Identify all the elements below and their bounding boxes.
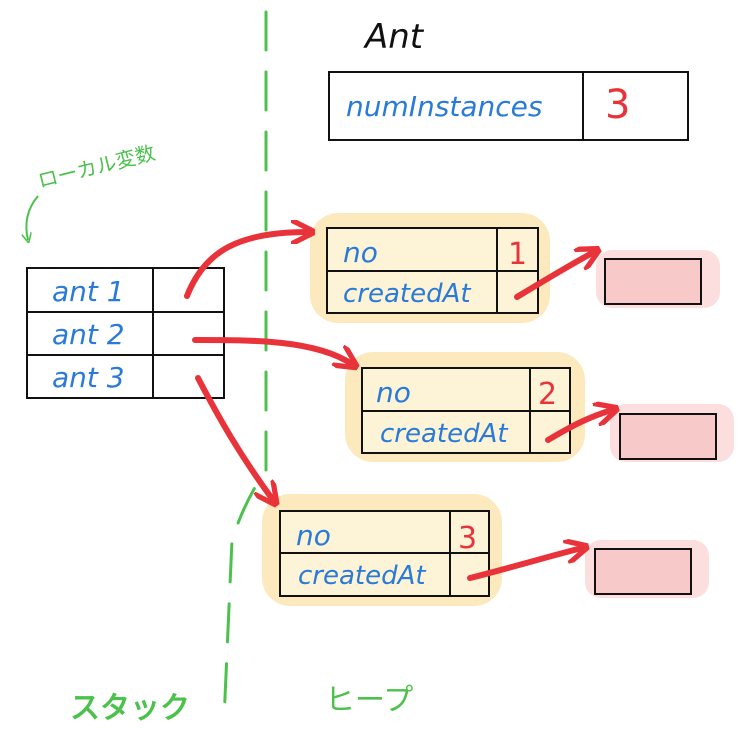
date-object-2 — [619, 413, 717, 460]
stack-var-ant3: ant 3 — [52, 361, 125, 394]
stack-table: ant 1 ant 2 ant 3 — [26, 267, 225, 399]
object-no-value: 3 — [458, 521, 477, 556]
ref-arrow-createdAt-3 — [467, 548, 582, 581]
object-no-label: no — [296, 519, 331, 552]
object-no-value: 2 — [538, 377, 557, 412]
heap-object-3: no 3 createdAt — [262, 494, 502, 606]
class-field-value: 3 — [605, 82, 630, 128]
heap-label: ヒープ — [325, 683, 413, 718]
ref-arrow-createdAt-1 — [514, 252, 594, 300]
ref-arrow-ant2 — [192, 337, 352, 364]
object-created-label: createdAt — [298, 561, 426, 591]
stack-var-ant1: ant 1 — [52, 275, 125, 308]
local-variables-pointer — [26, 195, 39, 240]
stack-var-ant2: ant 2 — [52, 318, 125, 351]
date-object-1 — [604, 258, 702, 305]
class-field-name: numInstances — [346, 90, 542, 123]
heap-object-1: no 1 createdAt — [310, 213, 550, 323]
ref-arrow-ant1 — [184, 232, 308, 299]
local-variables-label: ローカル変数 — [35, 141, 157, 193]
object-no-label: no — [343, 236, 378, 269]
object-no-label: no — [376, 376, 411, 409]
stack-label: スタック — [70, 691, 190, 726]
class-field-rect — [328, 71, 689, 141]
stack-heap-divider — [222, 10, 268, 722]
class-field-box: numInstances 3 — [328, 71, 689, 141]
object-created-label: createdAt — [343, 279, 471, 309]
ref-arrow-createdAt-2 — [545, 410, 612, 443]
date-object-3 — [594, 548, 692, 595]
object-no-value: 1 — [508, 237, 527, 272]
class-title: Ant — [363, 17, 425, 57]
heap-object-2: no 2 createdAt — [345, 352, 585, 462]
object-created-label: createdAt — [380, 419, 508, 449]
ref-arrow-ant3 — [195, 375, 273, 500]
